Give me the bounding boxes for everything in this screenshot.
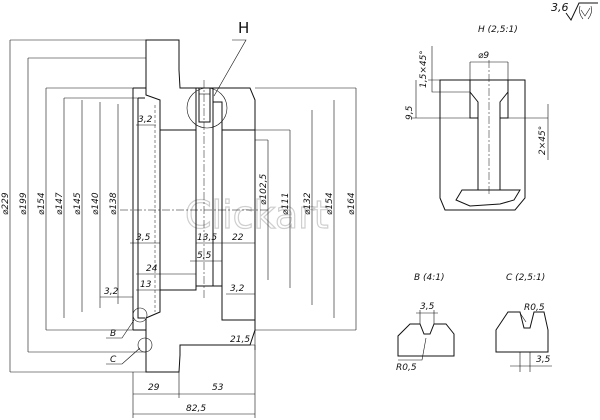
dim-29: 29	[148, 383, 160, 393]
detail-c-dim-3-5: 3,5	[536, 355, 551, 365]
dim-21-5: 21,5	[230, 335, 250, 345]
detail-c-body	[495, 311, 549, 353]
dim-d145: ⌀145	[73, 192, 83, 215]
dim-d138: ⌀138	[109, 192, 119, 215]
right-diameter-dims: ⌀102,5 ⌀111 ⌀132 ⌀154 ⌀164	[255, 87, 357, 331]
detail-b-body	[397, 323, 455, 357]
detail-h-dim-d9: ⌀9	[478, 51, 489, 61]
detail-h-dim-9-5: 9,5	[405, 105, 415, 120]
dim-d229: ⌀229	[1, 192, 11, 215]
flange-body	[145, 39, 256, 131]
linear-dims: 3,2 3,5 13,5 22 5,5 24 13 3,2 3,2 21,5 2…	[100, 115, 256, 418]
dim-d164: ⌀164	[347, 192, 357, 215]
detail-b-dim-r0-5: R0,5	[396, 363, 417, 373]
dim-22: 22	[232, 233, 244, 243]
dim-d102-5: ⌀102,5	[259, 174, 269, 205]
detail-c-dim-r0-5: R0,5	[524, 303, 545, 313]
detail-leaders: B C	[106, 319, 141, 365]
detail-b-title: B (4:1)	[414, 273, 445, 283]
detail-h-dim-chamfer-1: 1,5×45°	[419, 50, 429, 88]
detail-h-title: H (2,5:1)	[478, 25, 518, 35]
dim-13: 13	[140, 280, 152, 290]
dim-roughness-3: 3,2	[230, 284, 245, 294]
dim-d199: ⌀199	[19, 192, 29, 215]
flange-body-lower	[145, 285, 256, 373]
watermark-text: Clickart	[185, 193, 329, 237]
dim-13-5: 13,5	[197, 233, 217, 243]
surface-finish-symbol: 3,6	[551, 1, 598, 21]
dim-roughness-2: 3,2	[104, 287, 119, 297]
dim-82-5: 82,5	[186, 404, 206, 414]
section-h-label: H	[238, 19, 249, 37]
dim-53: 53	[212, 383, 224, 393]
left-diameter-dims: ⌀229 ⌀199 ⌀154 ⌀147 ⌀145 ⌀140 ⌀138	[1, 39, 146, 373]
detail-c-title: C (2,5:1)	[506, 273, 545, 283]
detail-h-view: H (2,5:1) ⌀9 1,5×45° 9,5 2×45°	[405, 25, 549, 211]
detail-b-dim-3-5: 3,5	[420, 302, 435, 312]
dim-3-5: 3,5	[136, 233, 151, 243]
leader-label-b: B	[110, 329, 116, 339]
dim-roughness-1: 3,2	[138, 115, 153, 125]
dim-24: 24	[146, 264, 158, 274]
dim-5-5: 5,5	[197, 251, 212, 261]
dim-d154r: ⌀154	[325, 192, 335, 215]
section-h-leader: H	[213, 19, 249, 97]
detail-c-view: C (2,5:1) R0,5 3,5	[495, 273, 552, 372]
dim-d111: ⌀111	[281, 192, 291, 215]
dim-d154: ⌀154	[37, 192, 47, 215]
dim-d140: ⌀140	[91, 192, 101, 215]
detail-h-dim-chamfer-2: 2×45°	[538, 126, 548, 155]
leader-label-c: C	[110, 355, 117, 365]
dim-d147: ⌀147	[55, 192, 65, 215]
surface-finish-value: 3,6	[551, 1, 569, 14]
detail-b-view: B (4:1) 3,5 R0,5	[396, 273, 455, 373]
dim-d132: ⌀132	[303, 192, 313, 215]
